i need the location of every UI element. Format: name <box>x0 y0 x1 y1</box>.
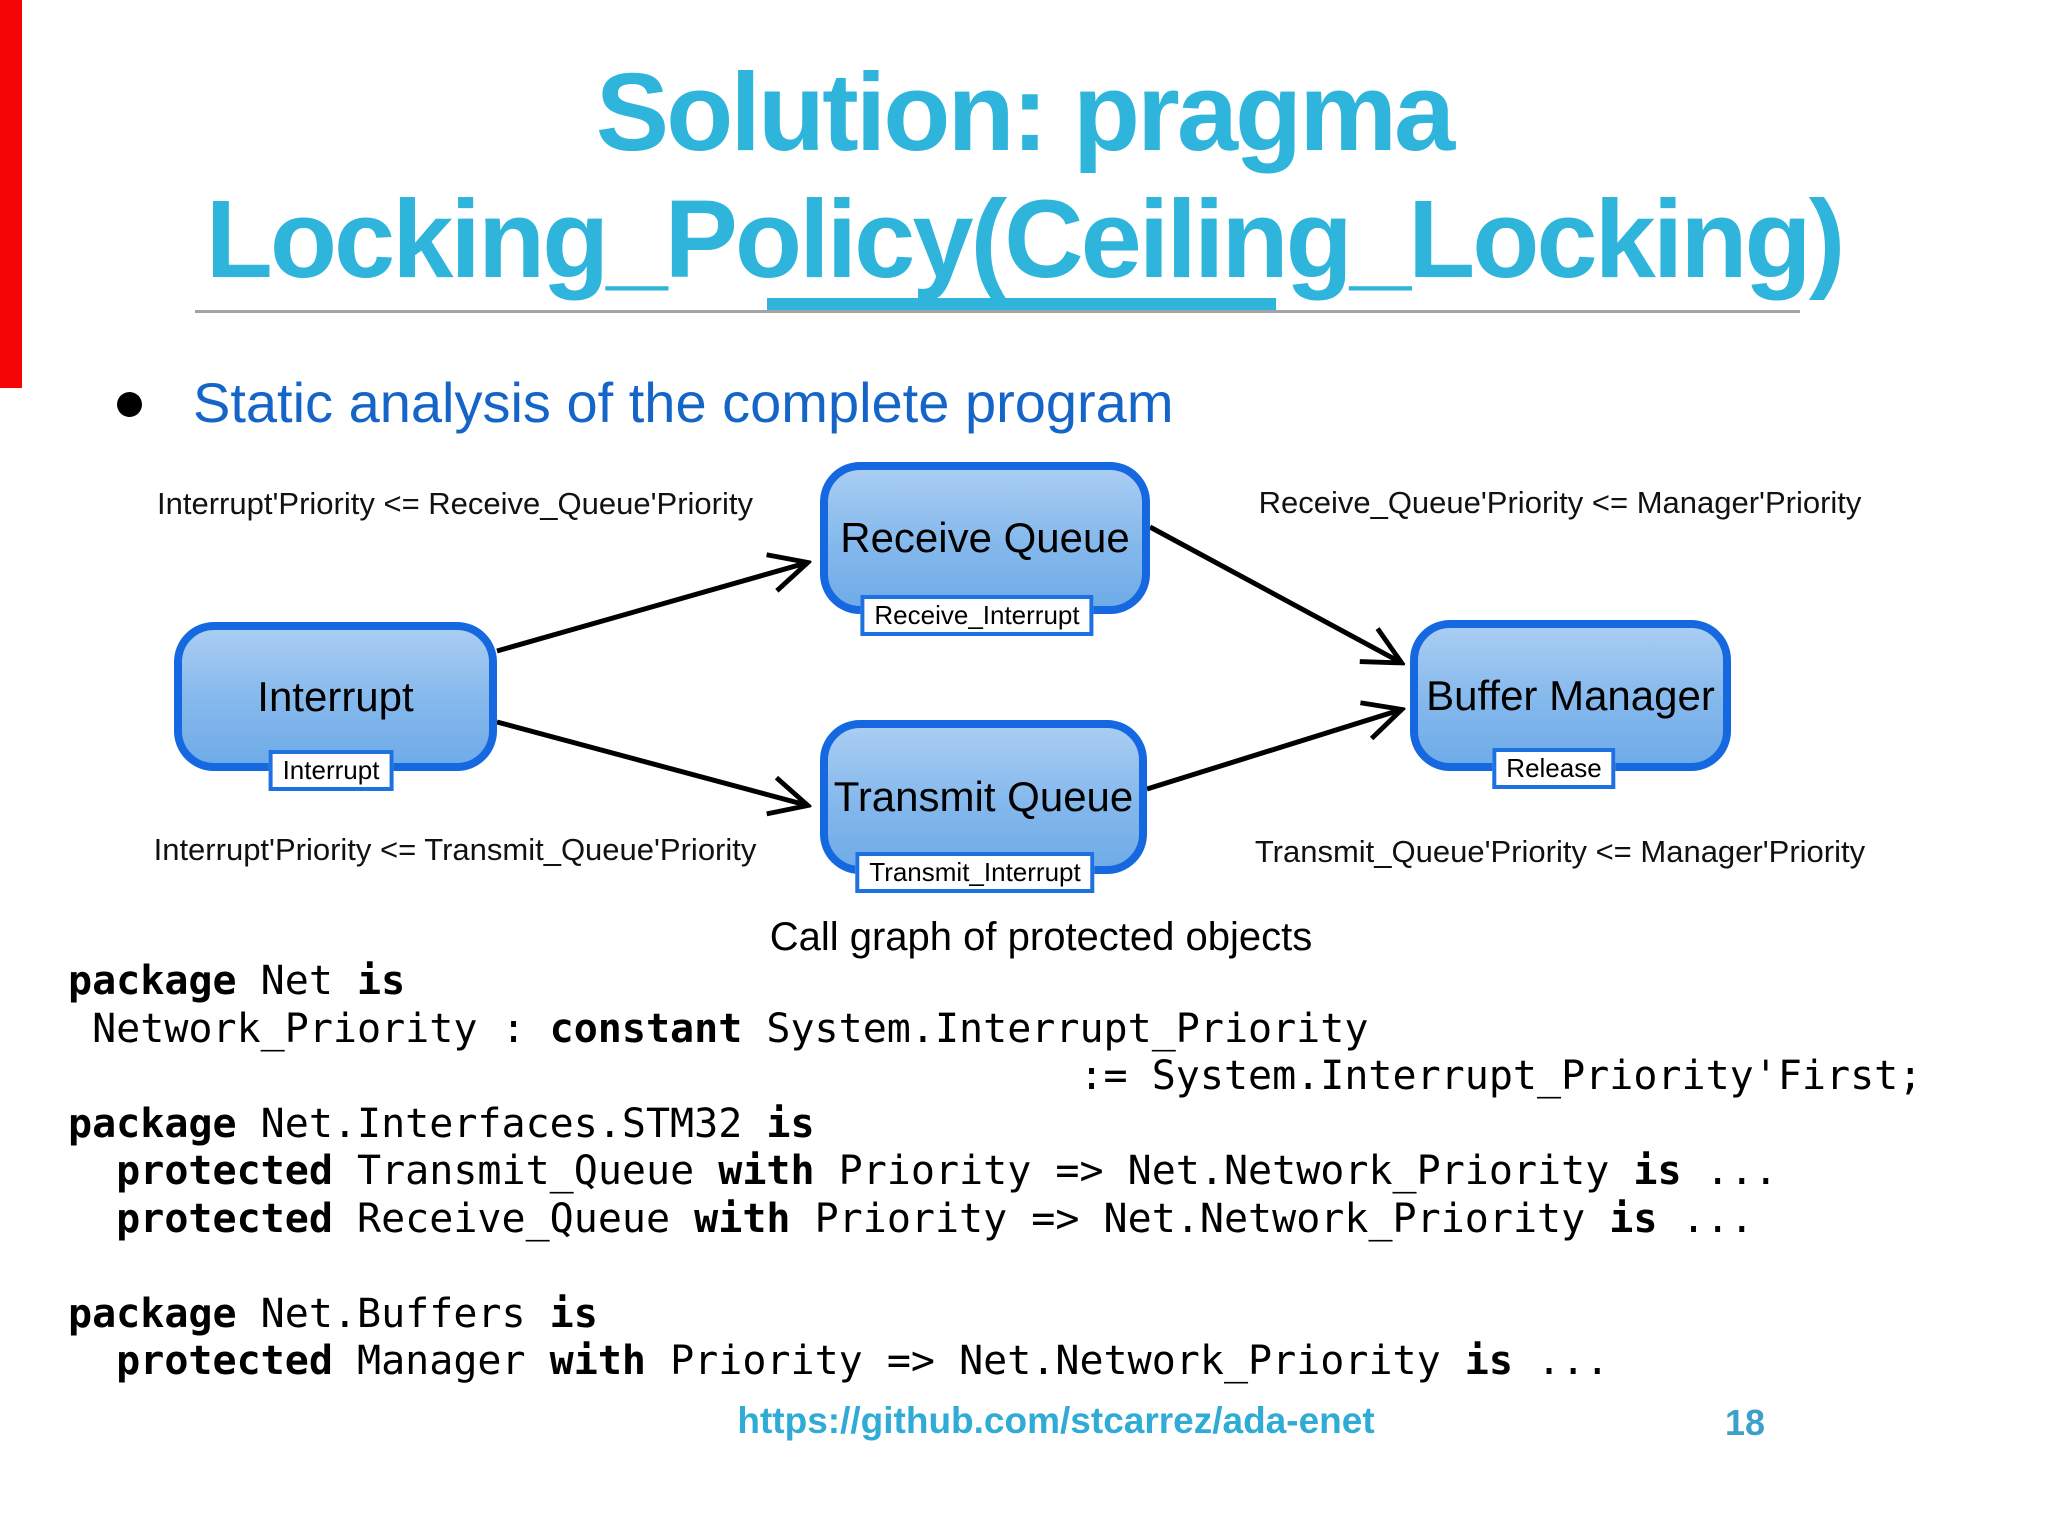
slide-title-line1: Solution: pragma <box>595 51 1455 174</box>
ada-code-block: package Net is Network_Priority : consta… <box>68 958 1922 1386</box>
diagram-caption: Call graph of protected objects <box>769 915 1313 959</box>
footer-url: https://github.com/stcarrez/ada-enet <box>737 1400 1375 1441</box>
node-interrupt: Interrupt <box>174 622 497 771</box>
title-underline-highlight <box>767 298 1276 311</box>
constraint-interrupt-receive: Interrupt'Priority <= Receive_Queue'Prio… <box>157 486 753 521</box>
node-buffer-manager-title: Buffer Manager <box>1426 671 1715 719</box>
entry-label-release: Release <box>1492 748 1616 789</box>
page-number: 18 <box>1724 1402 1766 1443</box>
slide-title-line2: Locking_Policy(Ceiling_Locking) <box>205 178 1846 301</box>
node-receive-queue-title: Receive Queue <box>840 514 1130 561</box>
code-line: package Net.Buffers is <box>68 1290 598 1337</box>
entry-label-receive-interrupt: Receive_Interrupt <box>860 595 1094 636</box>
code-line: protected Transmit_Queue with Priority =… <box>116 1148 1778 1194</box>
node-transmit-queue: Transmit Queue <box>820 720 1147 874</box>
bullet-dot <box>117 392 142 417</box>
entry-label-transmit-interrupt: Transmit_Interrupt <box>855 852 1095 893</box>
code-line: protected Receive_Queue with Priority =>… <box>116 1195 1754 1242</box>
entry-label-interrupt: Interrupt <box>268 750 394 791</box>
title-underline-rule <box>195 310 1800 313</box>
code-line: package Net is <box>68 958 406 1004</box>
code-line: := System.Interrupt_Priority'First; <box>68 1053 1923 1099</box>
constraint-receive-manager: Receive_Queue'Priority <= Manager'Priori… <box>1258 485 1862 520</box>
code-line: protected Manager with Priority => Net.N… <box>116 1338 1610 1384</box>
node-transmit-queue-title: Transmit Queue <box>833 773 1134 820</box>
constraint-interrupt-transmit: Interrupt'Priority <= Transmit_Queue'Pri… <box>153 832 757 867</box>
constraint-transmit-manager: Transmit_Queue'Priority <= Manager'Prior… <box>1254 834 1866 869</box>
bullet-text: Static analysis of the complete program <box>193 371 1174 434</box>
node-interrupt-title: Interrupt <box>257 672 414 720</box>
code-line: package Net.Interfaces.STM32 is <box>68 1100 815 1147</box>
node-receive-queue: Receive Queue <box>820 462 1150 614</box>
code-line: Network_Priority : constant System.Inter… <box>68 1005 1369 1052</box>
code-line <box>68 1243 1922 1291</box>
red-edge-bar <box>0 0 22 388</box>
